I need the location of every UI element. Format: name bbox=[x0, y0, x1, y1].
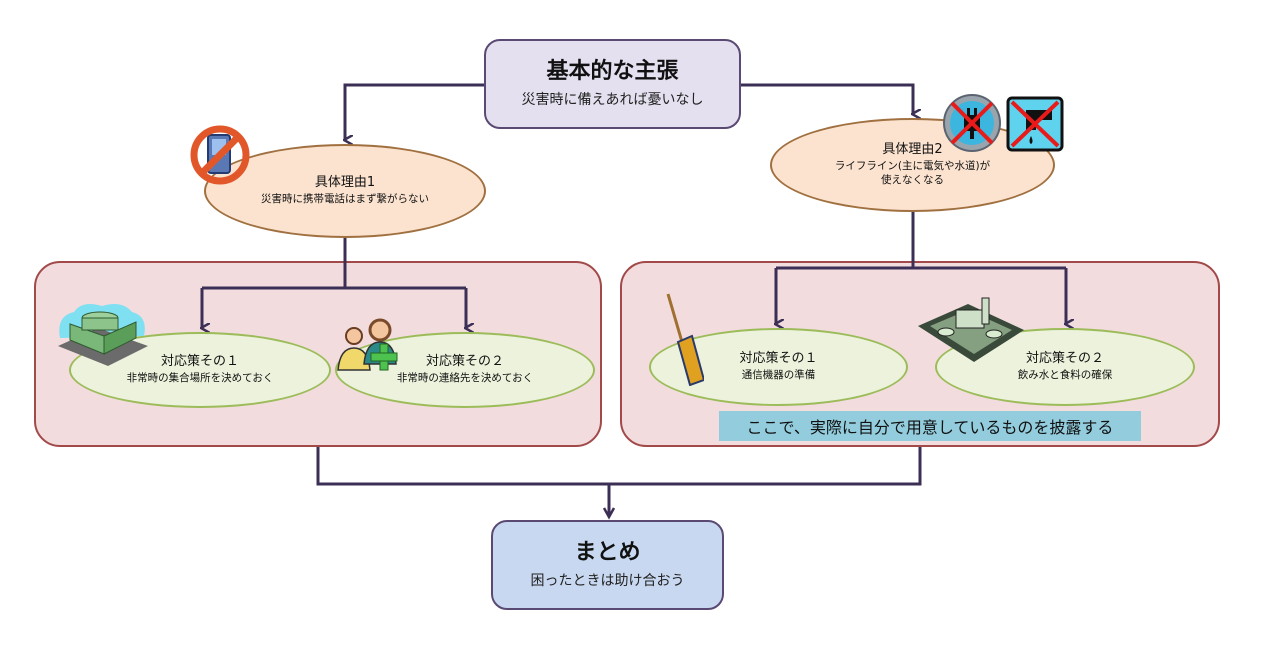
measure-1-1-title: 対応策その１ bbox=[160, 354, 239, 370]
building-icon bbox=[58, 304, 148, 366]
measure-1-1: 対応策その１ 非常時の集合場所を決めておく bbox=[69, 332, 331, 408]
measure-1-1-detail: 非常時の集合場所を決めておく bbox=[126, 372, 274, 385]
summary-title: まとめ bbox=[574, 539, 641, 565]
reason-2-title: 具体理由2 bbox=[882, 142, 943, 158]
measure-1-2-detail: 非常時の連絡先を決めておく bbox=[396, 372, 534, 385]
add-contact-icon bbox=[337, 318, 398, 371]
reason-2-line-1: ライフライン(主に電気や水道)が bbox=[834, 160, 991, 173]
measure-2-1-detail: 通信機器の準備 bbox=[741, 369, 816, 382]
connector-main-to-reason2 bbox=[741, 83, 913, 114]
connector-groups-to-summary bbox=[316, 447, 922, 516]
walkie-talkie-icon bbox=[666, 293, 704, 386]
reason-1-title: 具体理由1 bbox=[314, 175, 376, 191]
measure-2-2-detail: 飲み水と食料の確保 bbox=[1017, 369, 1113, 382]
reason-2-line-2: 使えなくなる bbox=[881, 174, 944, 187]
main-claim-title: 基本的な主張 bbox=[546, 58, 679, 84]
connector-main-to-reason1 bbox=[345, 83, 484, 140]
summary-box: まとめ 困ったときは助け合おう bbox=[491, 520, 724, 610]
presentation-note: ここで、実際に自分で用意しているものを披露する bbox=[719, 411, 1141, 441]
reason-1: 具体理由1 災害時に携帯電話はまず繋がらない bbox=[204, 144, 486, 238]
no-mobile-phone-icon bbox=[190, 125, 250, 185]
measure-2-2: 対応策その２ 飲み水と食料の確保 bbox=[935, 328, 1195, 406]
measure-2-2-title: 対応策その２ bbox=[1025, 351, 1104, 367]
main-claim-box: 基本的な主張 災害時に備えあれば憂いなし bbox=[484, 39, 741, 129]
main-claim-subtitle: 災害時に備えあれば憂いなし bbox=[521, 92, 704, 109]
measure-2-1-title: 対応策その１ bbox=[739, 351, 818, 367]
measure-1-2-title: 対応策その２ bbox=[425, 354, 504, 370]
summary-subtitle: 困ったときは助け合おう bbox=[530, 573, 685, 590]
no-electricity-icon bbox=[943, 94, 1001, 152]
no-water-icon bbox=[1006, 96, 1064, 152]
reason-1-text: 災害時に携帯電話はまず繋がらない bbox=[261, 193, 429, 206]
picnic-food-icon bbox=[918, 297, 1024, 362]
